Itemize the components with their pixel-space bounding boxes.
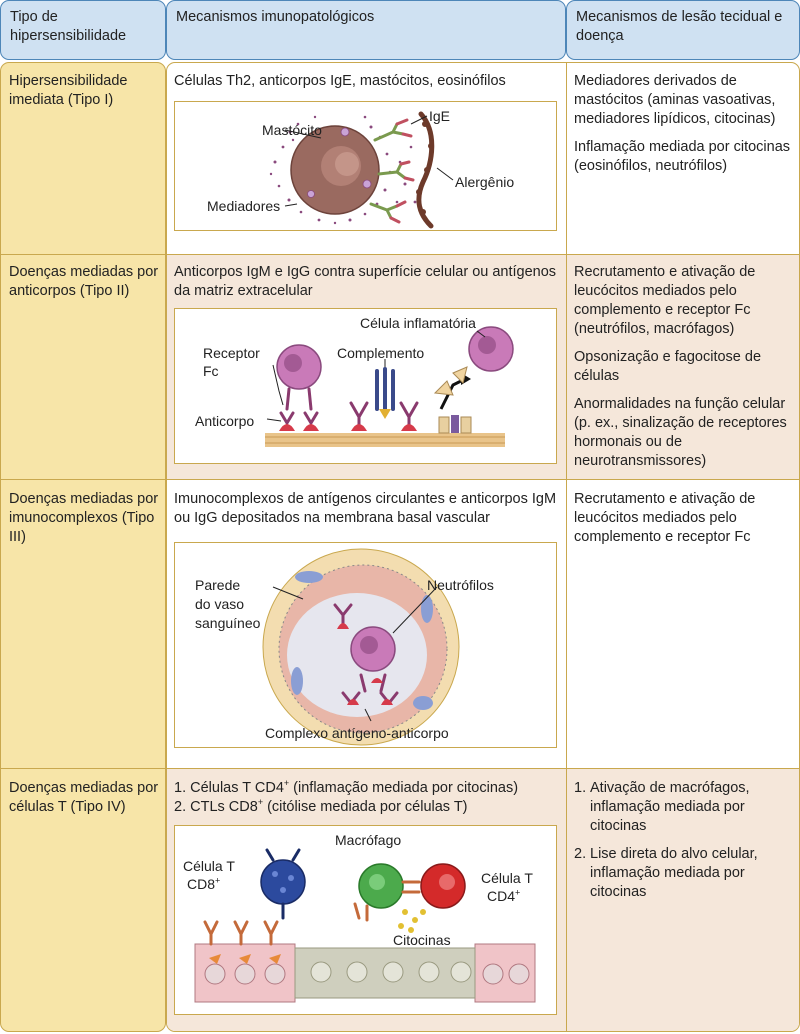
row-divider [0, 768, 800, 769]
vessel-wall-label-1: Parede [195, 577, 241, 593]
vessel-wall-label-3: sanguíneo [195, 615, 261, 631]
column-divider [566, 62, 567, 1032]
mediators-label: Mediadores [207, 198, 281, 214]
cd8-cell-label-2: CD8+ [187, 875, 221, 892]
blood-vessel-illustration [262, 548, 460, 746]
t-cell-illustration [194, 848, 536, 1003]
antibody-illustration [265, 326, 514, 447]
mechanism-text: Anticorpos IgM e IgG contra superfície c… [174, 264, 557, 299]
mechanism-text: Células Th2, anticorpos IgE, mastócitos,… [174, 73, 506, 89]
header-damage: Mecanismos de lesão tecidual e doença [566, 0, 800, 60]
damage-list: Recrutamento e ativação de leucócitos me… [574, 490, 794, 556]
mechanism-item: 1. Células T CD4+ (inflamação mediada po… [174, 778, 519, 796]
type3-figure: Parede do vaso sanguíneo Neutrófilos Com… [174, 542, 557, 748]
complement-label: Complemento [337, 345, 425, 361]
cytokines-label: Citocinas [393, 932, 451, 948]
fc-label: Fc [203, 363, 219, 379]
antibody-label: Anticorpo [195, 413, 255, 429]
cd8-cell-label-1: Célula T [183, 858, 235, 874]
header-type: Tipo de hipersensibilidade [0, 0, 166, 60]
damage-item: Anormalidades na função celular (p. ex.,… [574, 396, 787, 469]
damage-item: 2.Lise direta do alvo celular, inflamaçã… [574, 846, 758, 900]
damage-item: Recrutamento e ativação de leucócitos me… [574, 264, 756, 337]
mechanism-list: 1. Células T CD4+ (inflamação mediada po… [174, 779, 559, 817]
damage-item: 1.Ativação de macrófagos, inflamação med… [574, 780, 750, 834]
damage-item: Recrutamento e ativação de leucócitos me… [574, 491, 756, 545]
ige-label: IgE [429, 108, 451, 124]
damage-list: Mediadores derivados de mastócitos (amin… [574, 72, 794, 185]
immune-complex-label: Complexo antígeno-anticorpo [265, 725, 449, 741]
cd4-cell-label-1: Célula T [481, 870, 533, 886]
allergen-label: Alergênio [455, 174, 515, 190]
type-label: Doenças mediadas por anticorpos (Tipo II… [9, 264, 159, 299]
cd4-cell-label-2: CD4+ [487, 887, 521, 904]
mast-cell-label: Mastócito [262, 122, 322, 138]
header-mechanisms: Mecanismos imunopatológicos [166, 0, 566, 60]
receptor-label: Receptor [203, 345, 260, 361]
neutrophils-label: Neutrófilos [427, 577, 494, 593]
type-label: Hipersensibilidade imediata (Tipo I) [9, 73, 128, 108]
type-label: Doenças mediadas por imunocomplexos (Tip… [9, 491, 159, 545]
vessel-wall-label-2: do vaso [195, 596, 245, 612]
row-divider [0, 254, 800, 255]
damage-item: Mediadores derivados de mastócitos (amin… [574, 73, 776, 127]
damage-item: Inflamação mediada por citocinas (eosinó… [574, 139, 791, 174]
row-divider [0, 479, 800, 480]
type1-figure: Mastócito IgE Alergênio Mediadores [174, 101, 557, 231]
damage-list: Recrutamento e ativação de leucócitos me… [574, 263, 794, 480]
macrophage-label: Macrófago [335, 832, 402, 848]
type2-figure: Célula inflamatória Receptor Fc Compleme… [174, 308, 557, 464]
damage-item: Opsonização e fagocitose de células [574, 349, 762, 384]
type-label: Doenças mediadas por células T (Tipo IV) [9, 780, 159, 815]
mechanism-text: Imunocomplexos de antígenos circulantes … [174, 491, 557, 526]
type-column [0, 62, 166, 1032]
inflammatory-cell-label: Célula inflamatória [360, 315, 476, 331]
type4-figure: Célula T CD8+ Macrófago Célula T CD4+ Ci… [174, 825, 557, 1015]
mast-cell-illustration [269, 111, 454, 229]
mechanism-item: 2. CTLs CD8+ (citólise mediada por célul… [174, 797, 468, 815]
damage-list: 1.Ativação de macrófagos, inflamação med… [574, 779, 794, 911]
